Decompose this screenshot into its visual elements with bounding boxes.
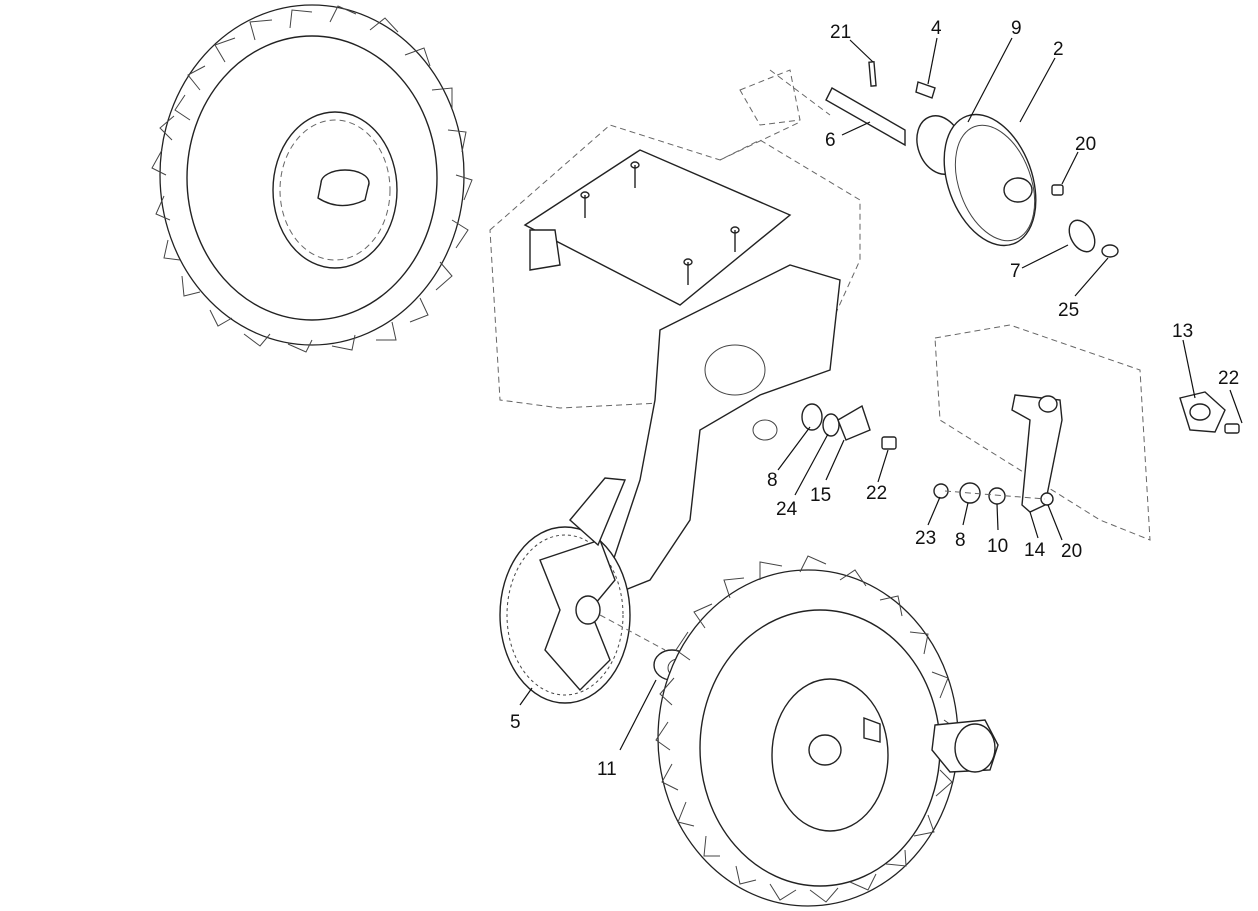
frame-chassis: [489, 69, 861, 602]
leader-lines: [519, 37, 1243, 751]
callout-11: 11: [597, 759, 617, 780]
axle-hub-assembly: [825, 61, 1119, 258]
callout-14: 14: [1024, 540, 1046, 561]
callout-22: 22: [866, 483, 887, 504]
callout-8: 8: [767, 470, 778, 491]
callout-6: 6: [825, 130, 836, 151]
callout-24: 24: [776, 499, 798, 520]
callout-8: 8: [955, 530, 966, 551]
callout-5: 5: [510, 712, 521, 733]
callout-2: 2: [1053, 39, 1064, 60]
callout-22: 22: [1218, 368, 1239, 389]
callout-13: 13: [1172, 321, 1193, 342]
callout-20: 20: [1075, 134, 1096, 155]
callout-20: 20: [1061, 541, 1082, 562]
callout-25: 25: [1058, 300, 1079, 321]
callout-21: 21: [830, 22, 851, 43]
callout-15: 15: [810, 485, 831, 506]
callout-4: 4: [931, 18, 942, 39]
drive-gear: [499, 477, 691, 704]
left-wheel-tire: [151, 4, 473, 353]
callout-23: 23: [915, 528, 936, 549]
callout-7: 7: [1010, 261, 1021, 282]
center-washers: [801, 403, 897, 450]
callout-labels: 21 4 9 2 6 20 7 25 13 22 8 24 15 22 23 8…: [510, 18, 1239, 780]
bracket-plate-assembly: [933, 324, 1240, 541]
callout-9: 9: [1011, 18, 1022, 39]
callout-10: 10: [987, 536, 1008, 557]
right-wheel-tire: [655, 555, 999, 907]
